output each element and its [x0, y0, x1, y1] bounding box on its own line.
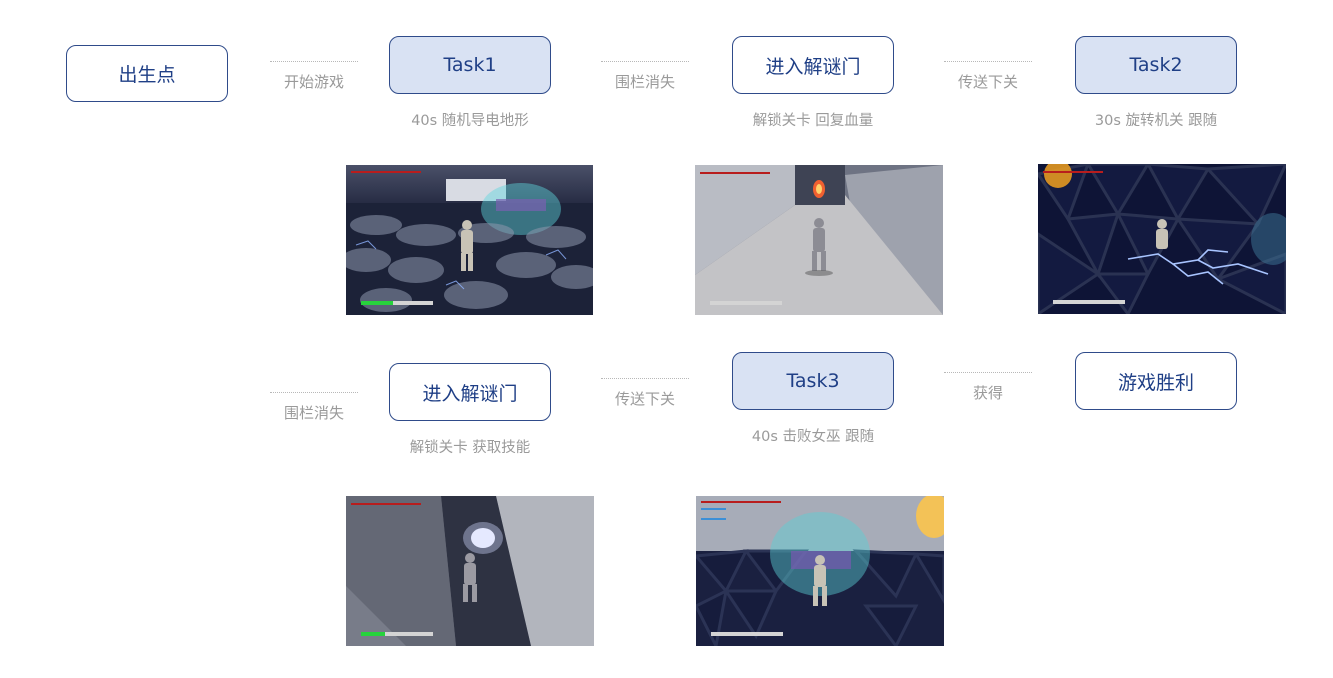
- screenshot-task2: [1038, 164, 1286, 314]
- node-task3: Task3: [732, 352, 894, 410]
- desc-task2: 30s 旋转机关 跟随: [1094, 113, 1218, 129]
- edge-line: [270, 61, 358, 62]
- screenshot-task3-scene: [696, 496, 944, 646]
- edge-line: [601, 61, 689, 62]
- screenshot-task2-scene: [1038, 164, 1286, 314]
- screenshot-puzzle-door-2-scene: [346, 496, 594, 646]
- node-victory: 游戏胜利: [1075, 352, 1237, 410]
- node-puzzle-door-1: 进入解谜门: [732, 36, 894, 94]
- edge-label: 传送下关: [957, 73, 1018, 91]
- health-bar: [361, 301, 433, 305]
- edge-line: [944, 372, 1032, 373]
- desc-task1: 40s 随机导电地形: [411, 113, 529, 129]
- health-bar-fill: [361, 632, 386, 636]
- edge-label: 获得: [972, 384, 1003, 402]
- edge-label: 围栏消失: [614, 73, 675, 91]
- health-bar: [1053, 300, 1125, 304]
- screenshot-puzzle-door-2: [346, 496, 594, 646]
- screenshot-puzzle-door-1: [695, 165, 943, 315]
- health-bar: [711, 632, 783, 636]
- edge-line: [944, 61, 1032, 62]
- edge-line: [270, 392, 358, 393]
- screenshot-task1: [346, 165, 593, 315]
- edge-label: 围栏消失: [283, 404, 344, 422]
- node-puzzle-door-2: 进入解谜门: [389, 363, 551, 421]
- node-spawn: 出生点: [66, 45, 228, 102]
- screenshot-task1-scene: [346, 165, 593, 315]
- edge-label: 传送下关: [614, 390, 675, 408]
- desc-puzzle-door-2: 解锁关卡 获取技能: [409, 440, 531, 456]
- edge-label: 开始游戏: [283, 73, 344, 91]
- edge-line: [601, 378, 689, 379]
- node-task1: Task1: [389, 36, 551, 94]
- desc-puzzle-door-1: 解锁关卡 回复血量: [752, 113, 874, 129]
- desc-task3: 40s 击败女巫 跟随: [751, 429, 875, 445]
- screenshot-puzzle-door-1-scene: [695, 165, 943, 315]
- screenshot-task3: [696, 496, 944, 646]
- health-bar: [710, 301, 782, 305]
- health-bar: [361, 632, 433, 636]
- health-bar-fill: [361, 301, 394, 305]
- node-task2: Task2: [1075, 36, 1237, 94]
